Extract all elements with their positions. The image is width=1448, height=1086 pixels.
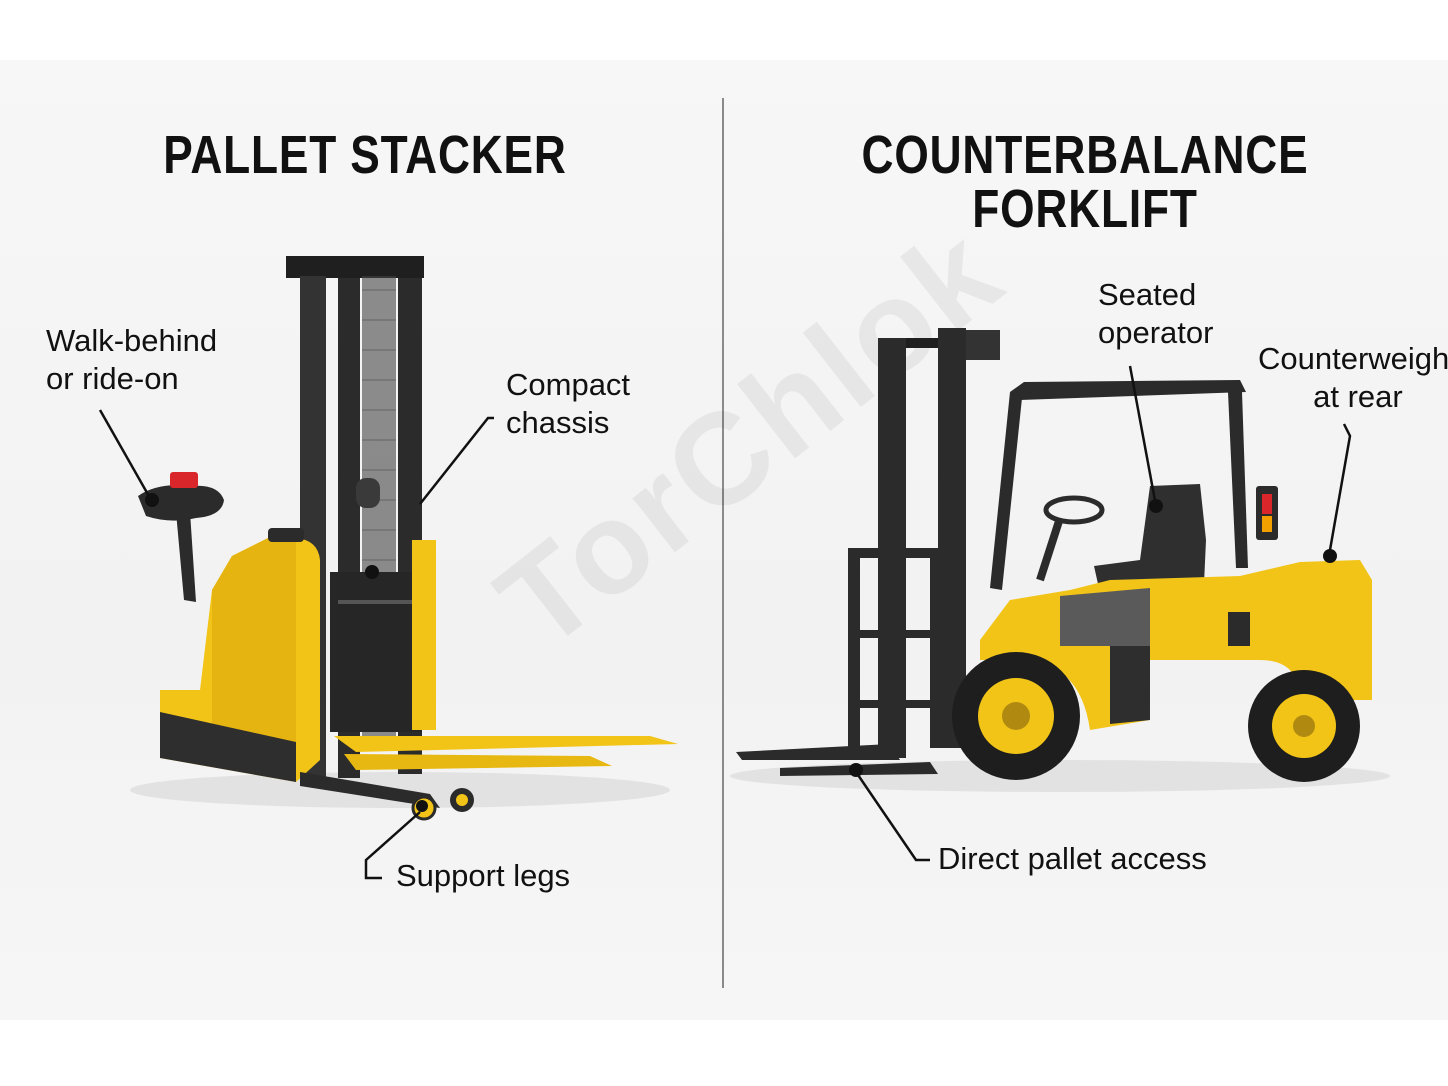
pallet-stacker-title: PALLET STACKER bbox=[163, 125, 567, 185]
support-legs-line1: Support legs bbox=[396, 858, 571, 893]
seated-operator-line2: operator bbox=[1098, 315, 1214, 350]
compact-chassis-line2: chassis bbox=[506, 405, 610, 440]
direct-pallet-access-callout: Direct pallet access bbox=[938, 840, 1207, 878]
center-divider bbox=[722, 98, 724, 988]
seated-operator-callout: Seated operator bbox=[1098, 276, 1213, 352]
counterweight-line1: Counterweight bbox=[1258, 341, 1448, 376]
support-legs-callout: Support legs bbox=[396, 857, 570, 895]
counterweight-callout: Counterweight at rear bbox=[1258, 340, 1448, 416]
background-panel bbox=[0, 60, 1448, 1020]
walk-behind-line1: Walk-behind bbox=[46, 323, 218, 358]
seated-operator-line1: Seated bbox=[1098, 277, 1197, 312]
compact-chassis-line1: Compact bbox=[506, 367, 631, 402]
pallet-stacker-illustration bbox=[98, 256, 678, 880]
direct-pallet-access-line1: Direct pallet access bbox=[938, 841, 1207, 876]
counterweight-line2: at rear bbox=[1313, 379, 1403, 414]
counterbalance-forklift-title: COUNTERBALANCE FORKLIFT bbox=[861, 125, 1309, 239]
counterbalance-forklift-illustration bbox=[730, 328, 1390, 862]
walk-behind-callout: Walk-behind or ride-on bbox=[46, 322, 217, 398]
compact-chassis-callout: Compact chassis bbox=[506, 366, 630, 442]
walk-behind-line2: or ride-on bbox=[46, 361, 179, 396]
